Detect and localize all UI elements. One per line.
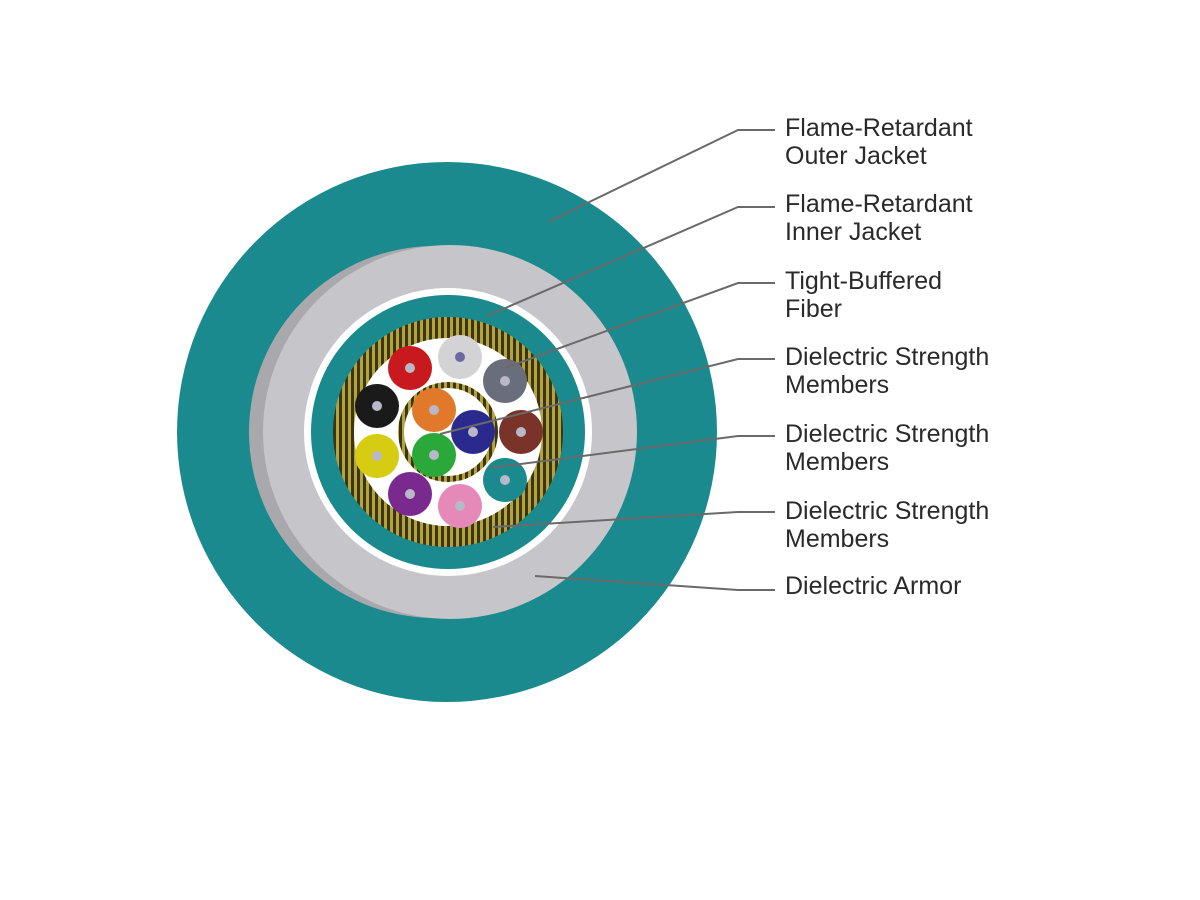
fiber-core: [372, 401, 382, 411]
label-line: Members: [785, 371, 890, 399]
label-outer-jacket: Flame-Retardant Outer Jacket: [785, 114, 973, 170]
label-strength-members-1: Dielectric Strength Members: [785, 343, 989, 399]
label-line: Fiber: [785, 295, 842, 323]
fiber-core: [405, 489, 415, 499]
label-tight-buffered-fiber: Tight-Buffered Fiber: [785, 267, 942, 323]
fiber-core: [372, 451, 382, 461]
leader-line: [534, 575, 775, 591]
fiber-core: [500, 376, 510, 386]
label-inner-jacket: Flame-Retardant Inner Jacket: [785, 190, 973, 246]
label-line: Dielectric Strength: [785, 497, 990, 525]
label-line: Flame-Retardant: [785, 114, 973, 142]
fiber-core: [429, 450, 439, 460]
leader-line: [439, 358, 775, 435]
label-dielectric-armor: Dielectric Armor: [785, 572, 961, 600]
fiber-core: [468, 427, 478, 437]
label-line: Dielectric Strength: [785, 343, 990, 371]
label-line: Tight-Buffered: [785, 267, 943, 295]
label-strength-members-3: Dielectric Strength Members: [785, 497, 989, 553]
fiber-core: [455, 352, 465, 362]
label-line: Dielectric Armor: [785, 572, 962, 600]
label-line: Dielectric Strength: [785, 420, 990, 448]
fiber-core: [429, 405, 439, 415]
fiber-core: [455, 501, 465, 511]
fiber-group: [355, 335, 543, 528]
fiber-core: [516, 427, 526, 437]
leader-line: [486, 206, 775, 317]
label-line: Inner Jacket: [785, 218, 922, 246]
label-line: Flame-Retardant: [785, 190, 973, 218]
leader-line: [547, 129, 775, 223]
label-strength-members-2: Dielectric Strength Members: [785, 420, 989, 476]
label-line: Members: [785, 525, 890, 553]
leader-lines: [439, 129, 775, 591]
leader-line: [504, 282, 775, 369]
label-line: Outer Jacket: [785, 142, 927, 170]
leader-line: [492, 511, 775, 528]
label-line: Members: [785, 448, 890, 476]
fiber-core: [500, 475, 510, 485]
leader-line: [489, 435, 775, 469]
fiber-core: [405, 363, 415, 373]
